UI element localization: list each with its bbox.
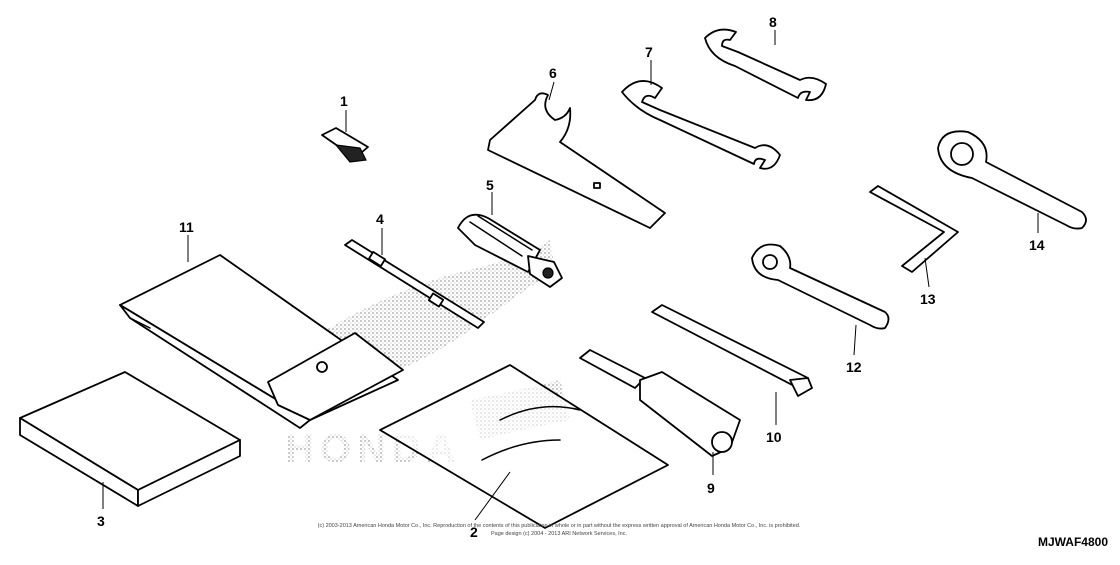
callout-14[interactable]: 14 (1029, 237, 1045, 253)
part-box-wrench-small[interactable] (751, 243, 890, 330)
part-manual[interactable] (19, 371, 241, 507)
diagram-code: MJWAF4800 (1038, 535, 1108, 549)
part-screwdriver-blade[interactable] (344, 239, 485, 329)
copyright-line-1: (c) 2003-2013 American Honda Motor Co., … (318, 523, 801, 529)
callout-13[interactable]: 13 (920, 291, 936, 307)
callout-10[interactable]: 10 (766, 429, 782, 445)
part-open-end-wrench-large[interactable] (621, 80, 781, 170)
callout-4[interactable]: 4 (376, 211, 384, 227)
part-hex-key[interactable] (869, 185, 959, 273)
leader-lines (102, 30, 1039, 521)
part-tool-bag[interactable] (119, 254, 404, 429)
callout-2[interactable]: 2 (470, 524, 478, 540)
part-extension-bar[interactable] (651, 304, 813, 397)
callout-11[interactable]: 11 (179, 219, 194, 235)
callout-7[interactable]: 7 (645, 44, 653, 60)
callout-8[interactable]: 8 (769, 14, 777, 30)
part-box-wrench-large[interactable] (937, 130, 1087, 230)
part-screwdriver-grip[interactable] (457, 213, 563, 288)
callouts: 1 2 3 4 5 6 7 8 9 10 11 12 13 14 (97, 14, 1045, 540)
callout-9[interactable]: 9 (707, 480, 715, 496)
callout-5[interactable]: 5 (486, 177, 494, 193)
callout-1[interactable]: 1 (340, 93, 348, 109)
part-bag[interactable] (379, 364, 669, 529)
part-pliers-clip[interactable] (321, 127, 369, 163)
callout-3[interactable]: 3 (97, 513, 105, 529)
callout-12[interactable]: 12 (846, 359, 862, 375)
part-open-end-wrench-small[interactable] (704, 28, 827, 102)
part-pin-spanner[interactable] (487, 92, 666, 229)
callout-6[interactable]: 6 (549, 65, 557, 81)
part-spark-plug-wrench[interactable] (579, 349, 741, 457)
copyright-line-2: Page design (c) 2004 - 2013 ARI Network … (491, 531, 628, 537)
